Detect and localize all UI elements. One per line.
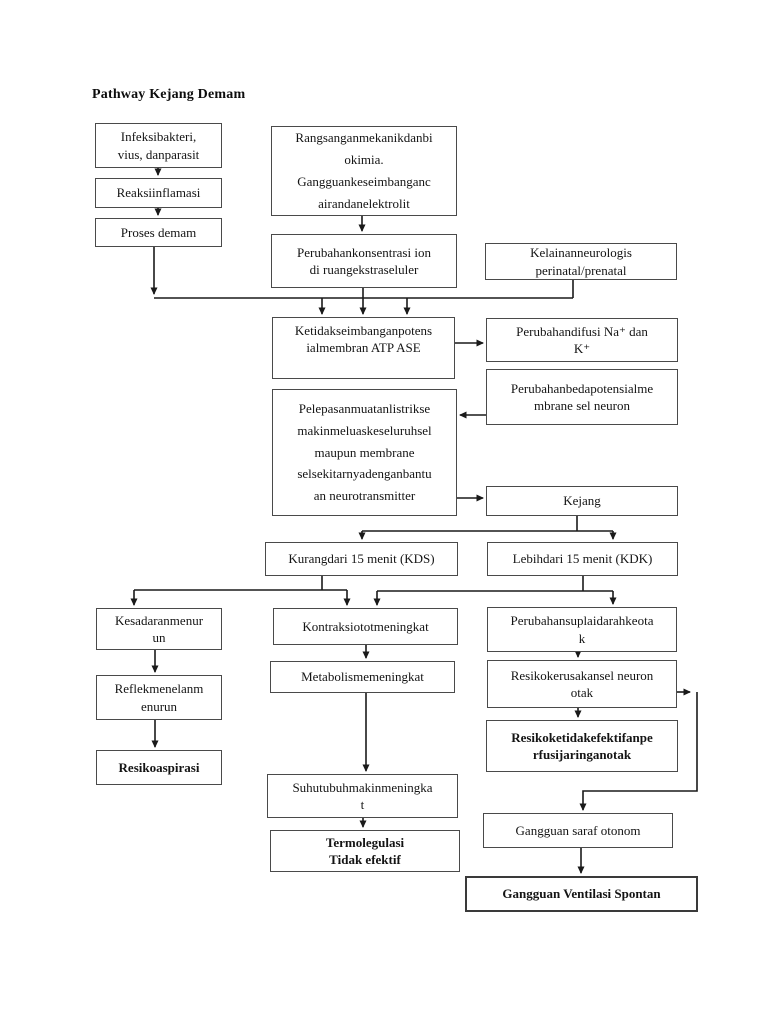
node-perubahan-difusi: Perubahandifusi Na⁺ dan K⁺ xyxy=(486,318,678,362)
node-termolegulasi-tidak-efektif: Termolegulasi Tidak efektif xyxy=(270,830,460,872)
node-gangguan-saraf-otonom: Gangguan saraf otonom xyxy=(483,813,673,848)
node-resiko-ketidakefektifan-perfusi: Resikoketidakefektifanpe rfusijaringanot… xyxy=(486,720,678,772)
page-title: Pathway Kejang Demam xyxy=(92,87,246,102)
node-rangsangan-mekanik: Rangsanganmekanikdanbi okimia. Gangguank… xyxy=(271,126,457,216)
node-kontraksi-otot-meningkat: Kontraksiototmeningkat xyxy=(273,608,458,645)
node-infeksi-bakteri: Infeksibakteri, vius, danparasit xyxy=(95,123,222,168)
node-lebih-dari-15-menit-kdk: Lebihdari 15 menit (KDK) xyxy=(487,542,678,576)
node-resiko-kerusakan-sel-neuron: Resikokerusakansel neuron otak xyxy=(487,660,677,708)
node-perubahan-konsentrasi-ion: Perubahankonsentrasi ion di ruangekstras… xyxy=(271,234,457,288)
node-metabolisme-meningkat: Metabolismemeningkat xyxy=(270,661,455,693)
node-ketidakseimbangan-potensial: Ketidakseimbanganpotens ialmembran ATP A… xyxy=(272,317,455,379)
node-reflek-menelan-menurun: Reflekmenelanm enurun xyxy=(96,675,222,720)
node-suhu-tubuh-meningkat: Suhutubuhmakinmeningka t xyxy=(267,774,458,818)
node-kesadaran-menurun: Kesadaranmenur un xyxy=(96,608,222,650)
node-kurang-dari-15-menit-kds: Kurangdari 15 menit (KDS) xyxy=(265,542,458,576)
node-reaksi-inflamasi: Reaksiinflamasi xyxy=(95,178,222,208)
node-perubahan-beda-potensial: Perubahanbedapotensialme mbrane sel neur… xyxy=(486,369,678,425)
node-kelainan-neurologis: Kelainanneurologis perinatal/prenatal xyxy=(485,243,677,280)
node-perubahan-suplai-darah: Perubahansuplaidarahkeota k xyxy=(487,607,677,652)
node-resiko-aspirasi: Resikoaspirasi xyxy=(96,750,222,785)
node-gangguan-ventilasi-spontan: Gangguan Ventilasi Spontan xyxy=(465,876,698,912)
node-kejang: Kejang xyxy=(486,486,678,516)
node-proses-demam: Proses demam xyxy=(95,218,222,247)
node-pelepasan-muatan-listrik: Pelepasanmuatanlistrikse makinmeluaskese… xyxy=(272,389,457,516)
